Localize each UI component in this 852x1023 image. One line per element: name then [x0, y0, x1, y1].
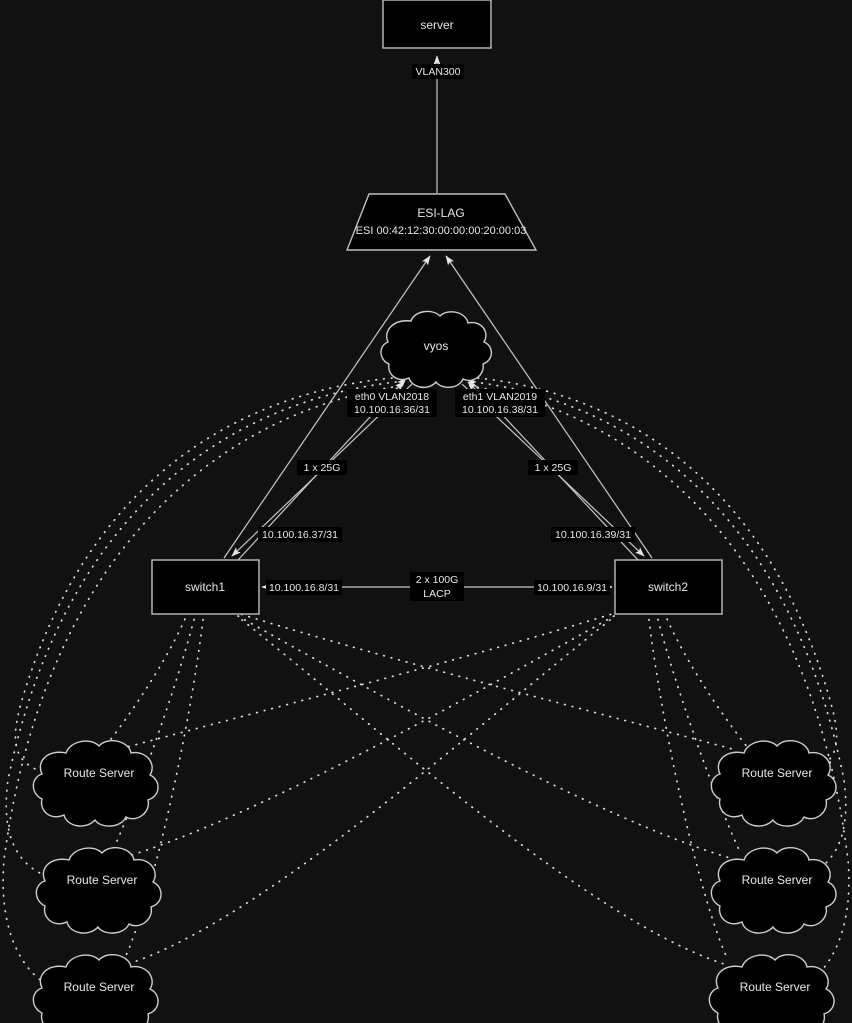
- solid-edge-switch2-esilag: [445, 255, 653, 559]
- edge-label-left-ip: 10.100.16.37/31: [258, 527, 342, 542]
- edge-label-right-ip-text: 10.100.16.39/31: [555, 529, 631, 541]
- dotted-edge-group: [2, 377, 850, 987]
- edge-label-left-speed-text: 1 x 25G: [304, 462, 341, 474]
- node-route-server-l1-label: Route Server: [64, 766, 135, 780]
- node-route-server-l3[interactable]: Route Server: [32, 953, 159, 1023]
- edge-label-peer-ip-left: 10.100.16.8/31: [266, 580, 342, 595]
- node-vyos[interactable]: vyos: [380, 310, 493, 389]
- dotted-edge-switch1-rs-r1: [233, 611, 737, 751]
- node-vyos-label: vyos: [424, 339, 449, 353]
- node-server[interactable]: server: [382, 0, 492, 49]
- node-switch2-label: switch2: [648, 580, 688, 594]
- edge-label-peer: 2 x 100G LACP: [410, 572, 464, 601]
- edge-label-vlan300-text: VLAN300: [416, 66, 461, 78]
- node-route-server-r1[interactable]: Route Server: [710, 739, 837, 827]
- solid-edge-switch1-esilag: [223, 255, 431, 559]
- dotted-edge-switch1-rs-l1: [103, 611, 189, 749]
- dotted-edge-vyos-rs-l2: [5, 381, 397, 879]
- node-route-server-l3-label: Route Server: [64, 980, 135, 994]
- edge-label-peer-ip-right: 10.100.16.9/31: [534, 580, 610, 595]
- node-esilag-label: ESI-LAG: [417, 206, 464, 220]
- dotted-edge-switch1-rs-r3: [241, 619, 725, 965]
- node-route-server-l2-label: Route Server: [67, 873, 138, 887]
- edge-label-right-speed-text: 1 x 25G: [535, 462, 572, 474]
- node-switch1-label: switch1: [185, 580, 225, 594]
- edge-label-right-ip: 10.100.16.39/31: [551, 527, 635, 542]
- edge-label-eth0-ip-text: 10.100.16.36/31: [354, 404, 430, 416]
- edge-label-peer-speed-text: 2 x 100G: [416, 574, 459, 586]
- edge-label-eth1-vlan-text: eth1 VLAN2019: [463, 391, 537, 403]
- node-route-server-r1-label: Route Server: [742, 766, 813, 780]
- dotted-edge-switch1-rs-l2: [111, 611, 197, 853]
- edge-label-peer-ip-left-text: 10.100.16.8/31: [269, 582, 339, 594]
- node-server-label: server: [420, 18, 453, 32]
- dotted-edge-vyos-rs-r1: [477, 377, 838, 775]
- node-route-server-r2[interactable]: Route Server: [710, 846, 837, 934]
- dotted-edge-vyos-rs-l1: [14, 377, 393, 775]
- node-switch1[interactable]: switch1: [151, 559, 260, 615]
- dotted-edge-switch2-rs-r2: [655, 611, 741, 853]
- dotted-edge-switch2-rs-l3: [127, 619, 611, 965]
- dotted-edge-vyos-rs-l3: [2, 385, 401, 987]
- edge-label-eth0-vlan-text: eth0 VLAN2018: [355, 391, 429, 403]
- node-esilag[interactable]: ESI-LAG ESI 00:42:12:30:00:00:00:20:00:0…: [345, 193, 538, 251]
- node-route-server-r2-label: Route Server: [742, 873, 813, 887]
- edge-label-peer-proto-text: LACP: [423, 588, 450, 600]
- node-route-server-r3[interactable]: Route Server: [708, 953, 835, 1023]
- node-esilag-esi-label: ESI 00:42:12:30:00:00:00:20:00:03: [356, 225, 527, 237]
- edge-label-vlan300: VLAN300: [412, 64, 464, 79]
- node-switch2[interactable]: switch2: [614, 559, 723, 615]
- node-route-server-r3-label: Route Server: [740, 980, 811, 994]
- edge-label-right-speed: 1 x 25G: [528, 460, 578, 475]
- dotted-edge-switch1-rs-r2: [237, 615, 731, 859]
- edge-label-left-speed: 1 x 25G: [297, 460, 347, 475]
- dotted-edge-switch2-rs-l1: [115, 611, 619, 751]
- edge-label-left-ip-text: 10.100.16.37/31: [262, 529, 338, 541]
- dotted-edge-switch2-rs-l2: [121, 615, 615, 859]
- node-route-server-l1[interactable]: Route Server: [32, 739, 159, 827]
- node-route-server-l2[interactable]: Route Server: [35, 846, 162, 934]
- edge-label-peer-ip-right-text: 10.100.16.9/31: [537, 582, 607, 594]
- edge-label-eth1: eth1 VLAN2019 10.100.16.38/31: [455, 389, 545, 417]
- dotted-edge-switch2-rs-r1: [663, 611, 749, 749]
- edge-label-eth0: eth0 VLAN2018 10.100.16.36/31: [347, 389, 437, 417]
- edge-label-eth1-ip-text: 10.100.16.38/31: [462, 404, 538, 416]
- dotted-edge-vyos-rs-r3: [469, 385, 850, 987]
